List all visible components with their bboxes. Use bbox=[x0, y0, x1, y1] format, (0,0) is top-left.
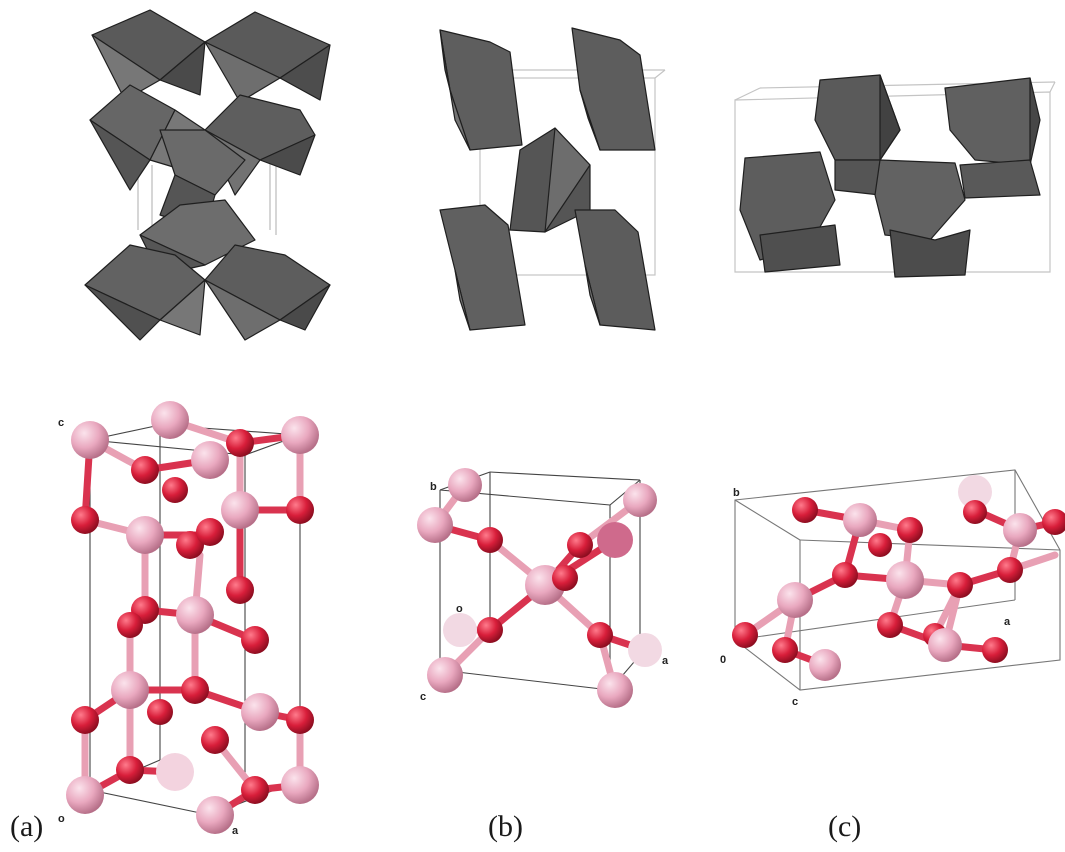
oxygen-atom bbox=[226, 429, 254, 457]
metal-atom bbox=[809, 649, 841, 681]
oxygen-atom bbox=[162, 477, 188, 503]
oxygen-atom bbox=[963, 500, 987, 524]
oxygen-atom bbox=[241, 626, 269, 654]
metal-atom bbox=[176, 596, 214, 634]
atoms-a bbox=[66, 401, 319, 834]
oxygen-atom bbox=[772, 637, 798, 663]
oxygen-atom bbox=[201, 726, 229, 754]
oxygen-atom bbox=[196, 518, 224, 546]
metal-atom bbox=[843, 503, 877, 537]
axis-label-b: b bbox=[430, 481, 437, 493]
axis-label-a: a bbox=[1004, 616, 1011, 628]
axis-label-a: a bbox=[232, 825, 239, 837]
metal-atom bbox=[448, 468, 482, 502]
metal-atom bbox=[281, 766, 319, 804]
panel-label-a: (a) bbox=[10, 810, 44, 843]
oxygen-atom bbox=[792, 497, 818, 523]
metal-atom bbox=[1003, 513, 1037, 547]
oxygen-atom bbox=[226, 576, 254, 604]
oxygen-atom bbox=[477, 617, 503, 643]
metal-atom bbox=[196, 796, 234, 834]
panel-label-b: (b) bbox=[488, 810, 523, 843]
oxygen-atom bbox=[877, 612, 903, 638]
metal-atom bbox=[111, 671, 149, 709]
metal-atom bbox=[597, 672, 633, 708]
oxygen-atom bbox=[1042, 509, 1065, 535]
metal-atom bbox=[928, 628, 962, 662]
oxygen-atom bbox=[147, 699, 173, 725]
metal-atom bbox=[241, 693, 279, 731]
metal-atom bbox=[151, 401, 189, 439]
axis-label-c: c bbox=[420, 691, 426, 703]
axis-label-c: c bbox=[58, 417, 64, 429]
oxygen-atom bbox=[732, 622, 758, 648]
axis-label-b: b bbox=[733, 487, 740, 499]
axis-label-o: 0 bbox=[720, 654, 726, 666]
oxygen-atom bbox=[567, 532, 593, 558]
metal-atom bbox=[71, 421, 109, 459]
oxygen-atom bbox=[286, 706, 314, 734]
axis-label-c: c bbox=[792, 696, 798, 708]
metal-atom bbox=[427, 657, 463, 693]
oxygen-atom bbox=[552, 565, 578, 591]
metal-atom bbox=[281, 416, 319, 454]
metal-atom bbox=[66, 776, 104, 814]
axis-label-o: o bbox=[456, 603, 463, 615]
axis-label-o: o bbox=[58, 813, 65, 825]
oxygen-atom bbox=[176, 531, 204, 559]
oxygen-atom bbox=[286, 496, 314, 524]
metal-atom bbox=[156, 753, 194, 791]
polyhedra-panel-c bbox=[734, 74, 1056, 278]
oxygen-atom bbox=[868, 533, 892, 557]
metal-atom bbox=[623, 483, 657, 517]
oxygen-atom bbox=[897, 517, 923, 543]
oxygen-atom bbox=[477, 527, 503, 553]
oxygen-atom bbox=[181, 676, 209, 704]
metal-atom bbox=[443, 613, 477, 647]
metal-atom bbox=[958, 475, 992, 509]
oxygen-atom bbox=[587, 622, 613, 648]
polyhedra-panel-b bbox=[439, 27, 666, 331]
metal-atom bbox=[777, 582, 813, 618]
panel-label-c: (c) bbox=[828, 810, 862, 843]
metal-atom bbox=[126, 516, 164, 554]
oxygen-atom bbox=[71, 706, 99, 734]
oxygen-atom bbox=[982, 637, 1008, 663]
oxygen-atom bbox=[241, 776, 269, 804]
ball-stick-panel-a: c o a bbox=[58, 401, 319, 837]
oxygen-atom bbox=[71, 506, 99, 534]
ball-stick-panel-b: b o c a bbox=[417, 468, 669, 708]
metal-atom bbox=[191, 441, 229, 479]
metal-atom bbox=[417, 507, 453, 543]
oxygen-atom bbox=[997, 557, 1023, 583]
ball-stick-panel-c: b 0 c a bbox=[720, 469, 1065, 708]
metal-atom bbox=[221, 491, 259, 529]
axis-label-a: a bbox=[662, 655, 669, 667]
metal-atom bbox=[597, 522, 633, 558]
oxygen-atom bbox=[116, 756, 144, 784]
oxygen-atom bbox=[117, 612, 143, 638]
oxygen-atom bbox=[832, 562, 858, 588]
oxygen-atom bbox=[947, 572, 973, 598]
metal-atom bbox=[886, 561, 924, 599]
polyhedra-panel-a bbox=[84, 9, 331, 341]
metal-atom bbox=[628, 633, 662, 667]
oxygen-atom bbox=[131, 456, 159, 484]
